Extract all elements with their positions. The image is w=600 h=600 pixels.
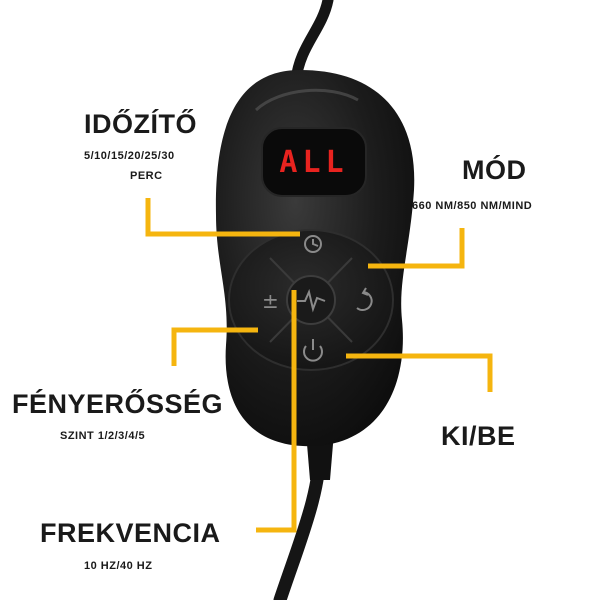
plus-minus-icon: ±: [262, 289, 279, 313]
mode-detail: 660 NM/850 NM/MIND: [412, 200, 533, 212]
clock-icon: [304, 235, 322, 253]
brightness-button[interactable]: ±: [262, 289, 279, 313]
frequency-detail: 10 HZ/40 HZ: [84, 560, 153, 572]
cycle-icon: [356, 291, 373, 311]
mode-button[interactable]: [356, 287, 373, 311]
power-leader-line: [346, 353, 493, 392]
frequency-title: FREKVENCIA: [40, 518, 221, 548]
timer-title: IDŐZÍTŐ: [84, 109, 197, 139]
timer-detail-line1: 5/10/15/20/25/30: [84, 150, 175, 162]
timer-leader-line: [145, 198, 300, 237]
brightness-leader-line: [171, 327, 258, 366]
power-icon: [303, 345, 323, 362]
mode-leader-line: [368, 228, 465, 269]
pulse-wave-icon: [297, 288, 326, 313]
timer-detail-line2: PERC: [130, 170, 163, 182]
brightness-detail: SZINT 1/2/3/4/5: [60, 430, 146, 442]
power-title: KI/BE: [441, 421, 516, 451]
display-readout: ALL: [279, 145, 348, 180]
display-window: [261, 127, 367, 197]
power-button[interactable]: [303, 339, 323, 362]
timer-button[interactable]: [304, 235, 322, 253]
top-cable: [290, 0, 334, 86]
body-highlight: [254, 88, 359, 112]
frequency-leader-line: [256, 290, 297, 533]
brightness-title: FÉNYERŐSSÉG: [12, 389, 224, 419]
mode-title: MÓD: [462, 155, 527, 185]
